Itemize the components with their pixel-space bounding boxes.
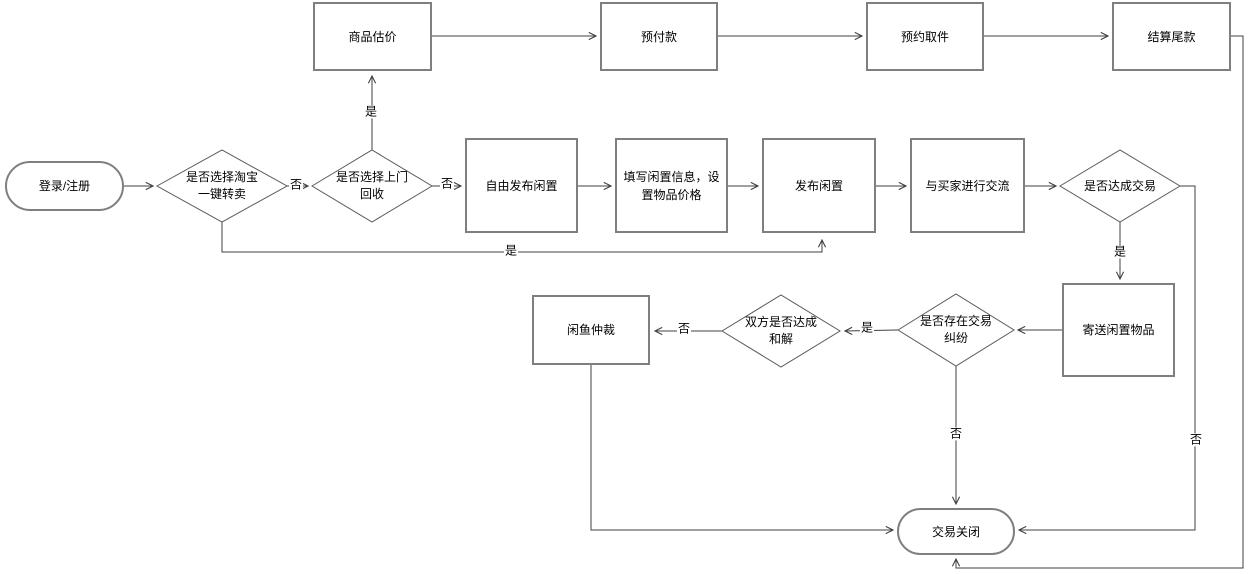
edge-taobao-yes-to-publish	[221, 222, 822, 253]
decision-door-recycle-shape	[311, 149, 433, 223]
edge-label-no-dispute-to-end: 否	[948, 426, 964, 441]
node-start-login: 登录/注册	[5, 161, 124, 211]
node-settle-balance: 结算尾款	[1112, 2, 1231, 71]
node-advance-payment: 预付款	[600, 2, 718, 71]
edge-label-no-door-to-free-publish: 否	[439, 176, 455, 191]
edge-label-yes-deal-to-send: 是	[1112, 244, 1128, 259]
edge-arbitration-to-end	[590, 365, 893, 530]
edge-label-no-taobao-to-door: 否	[288, 177, 304, 192]
decision-door-recycle-label: 是否选择上门回收	[335, 170, 408, 201]
edge-label-yes-taobao-to-publish: 是	[503, 243, 519, 258]
node-xianyu-arbitration: 闲鱼仲裁	[532, 295, 650, 365]
decision-deal-shape	[1059, 149, 1181, 223]
node-send-idle-item: 寄送闲置物品	[1062, 283, 1175, 377]
node-end-transaction-closed: 交易关闭	[897, 508, 1015, 555]
decision-taobao-resale-shape	[155, 149, 289, 223]
node-fill-idle-info: 填写闲置信息，设置物品价格	[615, 138, 728, 233]
node-free-publish-idle: 自由发布闲置	[465, 138, 578, 233]
node-product-valuation: 商品估价	[313, 2, 432, 71]
edge-label-yes-door-to-estimate: 是	[363, 104, 379, 119]
edge-label-yes-dispute-to-settle: 是	[859, 320, 875, 335]
edge-balance-to-end	[956, 35, 1244, 569]
decision-deal-label: 是否达成交易	[1083, 178, 1156, 193]
decision-settle-label: 双方是否达成和解	[744, 315, 817, 346]
decision-dispute-label: 是否存在交易纠纷	[919, 314, 992, 345]
edge-label-no-settle-to-arbitration: 否	[676, 321, 692, 336]
decision-taobao-resale-label: 是否选择淘宝一键转卖	[185, 170, 258, 201]
decision-dispute-shape	[897, 293, 1015, 367]
node-appointment-pickup: 预约取件	[866, 2, 984, 71]
edge-deal-no-to-end	[1019, 185, 1196, 530]
edge-label-no-deal-to-end: 否	[1188, 432, 1204, 447]
node-chat-with-buyer: 与买家进行交流	[910, 138, 1025, 233]
node-publish-idle: 发布闲置	[762, 138, 876, 233]
decision-settle-shape	[721, 294, 841, 368]
